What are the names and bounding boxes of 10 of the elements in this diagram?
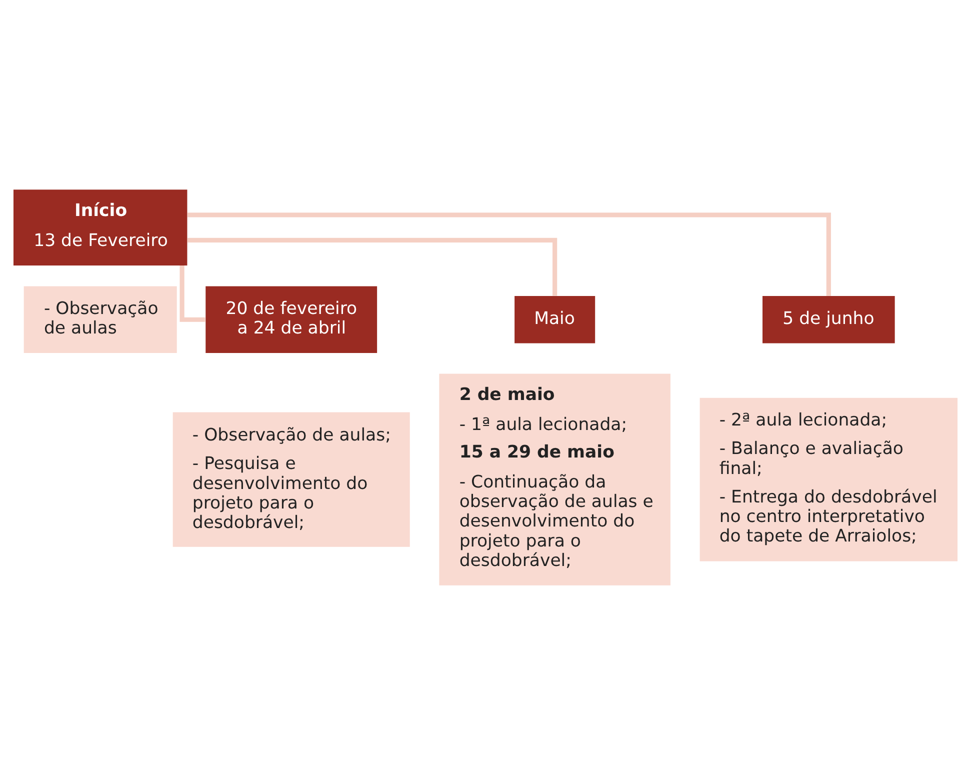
node-box: - Observação de aulas; - Pesquisa e desenvolvimento do projeto para o desdobrável; [172,412,410,546]
node-box: 20 de fevereiro a 24 de abril [206,286,378,352]
connector [187,237,558,296]
node-box: - 2ª aula lecionada; - Balanço e avaliação final; - Entrega do desdobrável no centro interpretativo do tapete de Arraiolos; [700,397,958,561]
node-box: Maio [514,296,596,343]
node-box: 2 de maio - 1ª aula lecionada; 15 a 29 de maio - Continuação da observação de aulas e desenvolvimento do projeto para o desdobrável; [439,373,670,585]
node-box: 5 de junho [762,296,895,343]
node-box: Início 13 de Fevereiro [13,189,188,266]
connector [187,212,831,296]
node-box: - Observação de aulas [24,286,177,352]
